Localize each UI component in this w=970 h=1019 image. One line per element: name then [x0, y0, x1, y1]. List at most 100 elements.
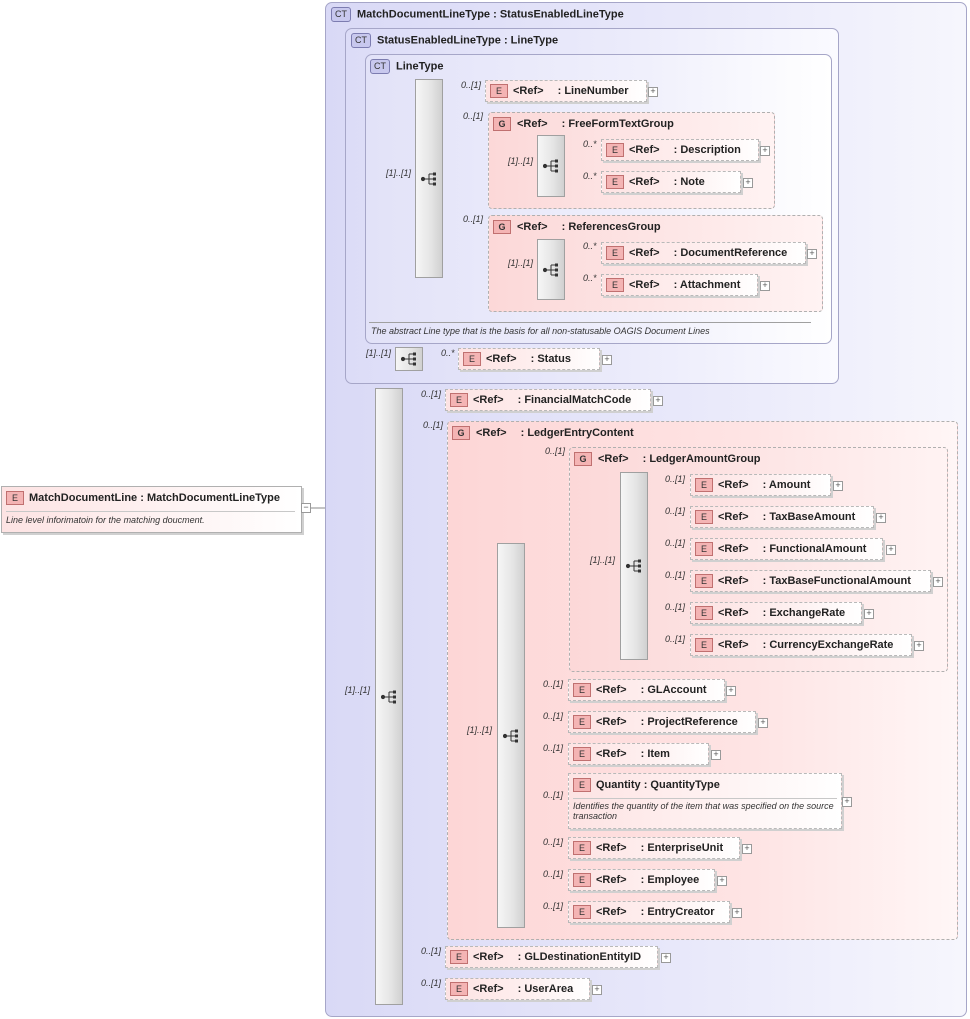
ref-label: <Ref> [629, 176, 660, 188]
element-enterpriseunit[interactable]: E<Ref>: EnterpriseUnit [568, 837, 740, 859]
element-badge-icon: E [606, 175, 624, 190]
type-separator: : [673, 144, 678, 156]
ref-label: <Ref> [718, 639, 749, 651]
expand-icon[interactable]: + [743, 178, 753, 188]
group-badge-icon: G [493, 117, 511, 131]
cardinality-label: [1]..[1] [366, 348, 392, 358]
cardinality-label: 0..* [583, 139, 597, 149]
sequence-compositor[interactable] [395, 347, 423, 371]
element-attachment[interactable]: E<Ref>: Attachment [601, 274, 758, 296]
cardinality-label: 0..[1] [421, 389, 442, 399]
expand-icon[interactable]: + [842, 797, 852, 807]
element-documentreference[interactable]: E<Ref>: DocumentReference [601, 242, 806, 264]
ref-label: <Ref> [629, 279, 660, 291]
type-separator: : [640, 716, 645, 728]
root-element-name: MatchDocumentLine [29, 491, 138, 504]
element-employee[interactable]: E<Ref>: Employee [568, 869, 715, 891]
expand-icon[interactable]: + [833, 481, 843, 491]
type-separator: : [640, 684, 645, 696]
element-name: LineNumber [564, 85, 629, 97]
linetype-doc: The abstract Line type that is the basis… [371, 326, 710, 336]
sequence-compositor[interactable] [620, 472, 648, 660]
element-name: Item [647, 748, 670, 760]
expand-icon[interactable]: + [711, 750, 721, 760]
cardinality-label: 0..[1] [463, 214, 484, 224]
expand-icon[interactable]: + [592, 985, 602, 995]
expand-icon[interactable]: + [742, 844, 752, 854]
element-projectreference[interactable]: E<Ref>: ProjectReference [568, 711, 756, 733]
element-glaccount[interactable]: E<Ref>: GLAccount [568, 679, 725, 701]
expand-icon[interactable]: + [760, 281, 770, 291]
ref-label: <Ref> [718, 575, 749, 587]
expand-icon[interactable]: + [933, 577, 943, 587]
complex-type-badge-icon: CT [370, 59, 390, 74]
cardinality-label: 0..[1] [665, 602, 686, 612]
divider [6, 511, 295, 512]
element-functionalamount[interactable]: E<Ref>: FunctionalAmount [690, 538, 883, 560]
element-entrycreator[interactable]: E<Ref>: EntryCreator [568, 901, 730, 923]
element-name: TaxBaseFunctionalAmount [769, 575, 911, 587]
complex-type-badge-icon: CT [351, 33, 371, 48]
expand-icon[interactable]: + [807, 249, 817, 259]
sequence-compositor[interactable] [415, 79, 443, 278]
expand-icon[interactable]: + [602, 355, 612, 365]
element-badge-icon: E [573, 778, 591, 792]
group-name: FreeFormTextGroup [568, 117, 674, 130]
element-userarea[interactable]: E<Ref>: UserArea [445, 978, 590, 1000]
sequence-compositor[interactable] [537, 135, 565, 197]
type-separator: : [493, 8, 497, 21]
sequence-compositor-icon [543, 159, 558, 173]
expand-icon[interactable]: + [760, 146, 770, 156]
element-currencyexchangerate[interactable]: E<Ref>: CurrencyExchangeRate [690, 634, 912, 656]
element-badge-icon: E [695, 542, 713, 557]
element-badge-icon: E [695, 606, 713, 621]
element-status[interactable]: E<Ref>: Status [458, 348, 600, 370]
element-name: FunctionalAmount [769, 543, 867, 555]
element-note[interactable]: E<Ref>: Note [601, 171, 741, 193]
element-gldestinationentityid[interactable]: E<Ref>: GLDestinationEntityID [445, 946, 658, 968]
expand-icon[interactable]: + [864, 609, 874, 619]
expand-icon[interactable]: + [648, 87, 658, 97]
element-taxbaseamount[interactable]: E<Ref>: TaxBaseAmount [690, 506, 874, 528]
element-badge-icon: E [695, 638, 713, 653]
expand-icon[interactable]: + [758, 718, 768, 728]
element-item[interactable]: E<Ref>: Item [568, 743, 709, 765]
complex-type-name: MatchDocumentLineType [357, 8, 491, 21]
element-linenumber[interactable]: E<Ref>: LineNumber [485, 80, 647, 102]
ref-label: <Ref> [596, 874, 627, 886]
collapse-icon[interactable]: − [301, 503, 311, 513]
group-name: ReferencesGroup [568, 220, 661, 233]
element-financialmatchcode[interactable]: E<Ref>: FinancialMatchCode [445, 389, 651, 411]
ref-label: <Ref> [596, 748, 627, 760]
expand-icon[interactable]: + [886, 545, 896, 555]
element-taxbasefunctionalamount[interactable]: E<Ref>: TaxBaseFunctionalAmount [690, 570, 931, 592]
type-separator: : [640, 748, 645, 760]
expand-icon[interactable]: + [914, 641, 924, 651]
type-separator: : [762, 575, 767, 587]
divider [369, 322, 811, 323]
element-badge-icon: E [695, 510, 713, 525]
sequence-compositor[interactable] [497, 543, 525, 928]
sequence-compositor[interactable] [537, 239, 565, 300]
expand-icon[interactable]: + [726, 686, 736, 696]
element-badge-icon: E [573, 873, 591, 888]
divider [573, 798, 837, 799]
element-amount[interactable]: E<Ref>: Amount [690, 474, 831, 496]
type-separator: : [762, 543, 767, 555]
element-name: Note [680, 176, 705, 188]
expand-icon[interactable]: + [653, 396, 663, 406]
expand-icon[interactable]: + [876, 513, 886, 523]
cardinality-label: 0..[1] [461, 80, 482, 90]
complex-type-name: LineType [396, 60, 444, 73]
expand-icon[interactable]: + [661, 953, 671, 963]
element-description[interactable]: E<Ref>: Description [601, 139, 759, 161]
element-exchangerate[interactable]: E<Ref>: ExchangeRate [690, 602, 862, 624]
expand-icon[interactable]: + [732, 908, 742, 918]
complex-type-badge-icon: CT [331, 7, 351, 22]
sequence-compositor[interactable] [375, 388, 403, 1005]
sequence-compositor-icon [421, 172, 436, 185]
expand-icon[interactable]: + [717, 876, 727, 886]
